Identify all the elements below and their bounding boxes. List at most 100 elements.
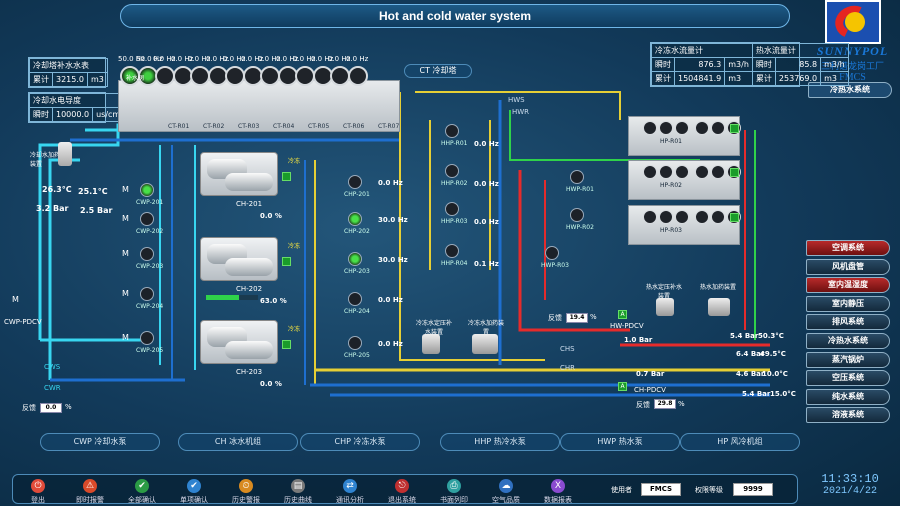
menu-item-0[interactable]: 空调系统 <box>806 240 890 256</box>
hwp-pump-label: HWP-R02 <box>566 224 594 231</box>
chp-pump-icon[interactable] <box>348 336 362 350</box>
cwp-manual-button[interactable]: M <box>12 295 19 304</box>
hwr-pressure: 6.4 Bar <box>736 350 765 358</box>
menu-item-6[interactable]: 蒸汽锅炉 <box>806 351 890 368</box>
hhp-pump-icon[interactable] <box>445 244 459 258</box>
ct-fan-icon[interactable] <box>330 66 350 86</box>
chp-dosing-1: 冷冻水定压补水装置 <box>415 320 452 336</box>
ct-frequency: 0.0 Hz <box>276 55 299 63</box>
menu-item-9[interactable]: 溶液系统 <box>806 407 890 424</box>
ct-dosing-unit[interactable] <box>58 142 72 166</box>
cwp-manual-button[interactable]: M <box>122 289 129 298</box>
menu-item-8[interactable]: 纯水系统 <box>806 388 890 405</box>
hw-pdcv-label: HW-PDCV <box>610 322 644 330</box>
cwp-manual-button[interactable]: M <box>122 333 129 342</box>
chiller-auto-indicator <box>282 172 291 181</box>
section-hwp[interactable]: HWP 热水泵 <box>560 433 680 451</box>
cwp-manual-button[interactable]: M <box>122 185 129 194</box>
hp-fan-icon <box>711 210 725 224</box>
total-unit: m3 <box>724 71 753 86</box>
cwp-pump-icon[interactable] <box>140 183 154 197</box>
chiller-load-value: 63.0 <box>260 297 278 305</box>
hhp-pump-icon[interactable] <box>445 202 459 216</box>
ct-unit-label: CT-R01 <box>168 123 190 130</box>
makeup-title: 冷却塔补水水表 <box>29 58 108 73</box>
toolbar-item-0[interactable]: ⏻登出 <box>17 479 59 505</box>
toolbar-item-7[interactable]: ⎋退出系统 <box>381 479 423 505</box>
hp-dosing-tank-1[interactable] <box>656 298 674 316</box>
clock: 11:33:10 2021/4/22 <box>808 472 892 497</box>
level-field[interactable]: 9999 <box>733 483 773 496</box>
chp-dosing-tank-2[interactable] <box>472 334 498 354</box>
chp-frequency: 0.0 Hz <box>378 340 403 348</box>
toolbar-icon: ⚠ <box>83 479 97 493</box>
ct-fan-icon[interactable] <box>295 66 315 86</box>
hwp-pump-icon[interactable] <box>570 170 584 184</box>
hwp-pump-icon[interactable] <box>545 246 559 260</box>
chp-dosing-tank-1[interactable] <box>422 334 440 354</box>
cwp-pump-icon[interactable] <box>140 331 154 345</box>
hp-unit[interactable] <box>628 205 741 245</box>
toolbar-label: 全部确认 <box>128 496 156 504</box>
hp-fan-icon <box>643 210 657 224</box>
section-cwp[interactable]: CWP 冷却水泵 <box>40 433 160 451</box>
section-hhp[interactable]: HHP 热冷水泵 <box>440 433 560 451</box>
hot-flow-title: 热水流量计 <box>751 43 849 58</box>
section-ch[interactable]: CH 冰水机组 <box>178 433 298 451</box>
chp-pump-icon[interactable] <box>348 175 362 189</box>
hp-unit[interactable] <box>628 160 741 200</box>
hp-unit[interactable] <box>628 116 741 156</box>
cwp-pump-label: CWP-203 <box>136 263 164 270</box>
menu-item-1[interactable]: 风机盘管 <box>806 258 890 275</box>
hp-fan-icon <box>659 121 673 135</box>
chs2-pressure: 5.4 Bar <box>742 390 771 398</box>
menu-item-3[interactable]: 室内静压 <box>806 295 890 312</box>
ct-fan-icon[interactable] <box>260 66 280 86</box>
chp-pump-icon[interactable] <box>348 212 362 226</box>
toolbar-item-3[interactable]: ✔单项确认 <box>173 479 215 505</box>
menu-item-2[interactable]: 室内温湿度 <box>806 277 890 294</box>
toolbar-item-2[interactable]: ✔ 全部确认 <box>121 479 163 505</box>
menu-item-4[interactable]: 排风系统 <box>806 314 890 331</box>
menu-item-7[interactable]: 空压系统 <box>806 370 890 387</box>
chp-frequency: 0.0 Hz <box>378 179 403 187</box>
ct-dosing-label: 冷却水加药装置 <box>30 152 61 168</box>
toolbar-item-6[interactable]: ⇄通讯分析 <box>329 479 371 505</box>
ct-fan-icon[interactable] <box>155 66 175 86</box>
hhp-pump-label: HHP-R04 <box>441 260 468 267</box>
instant-label: 瞬时 <box>651 57 675 72</box>
toolbar-item-5[interactable]: ▤历史曲线 <box>277 479 319 505</box>
cwp-manual-button[interactable]: M <box>122 249 129 258</box>
ct-frequency: 0.0 Hz <box>258 55 281 63</box>
hp-fan-icon <box>711 165 725 179</box>
chp-pump-icon[interactable] <box>348 292 362 306</box>
menu-item-5[interactable]: 冷热水系统 <box>806 333 890 349</box>
section-chp[interactable]: CHP 冷冻水泵 <box>300 433 420 451</box>
toolbar-icon: ✔ <box>135 479 149 493</box>
hwp-pump-icon[interactable] <box>570 208 584 222</box>
cwp-manual-button[interactable]: M <box>122 214 129 223</box>
ct-fan-icon[interactable] <box>190 66 210 86</box>
toolbar-item-4[interactable]: ⏲历史警报 <box>225 479 267 505</box>
cwp-pump-icon[interactable] <box>140 287 154 301</box>
user-field[interactable]: FMCS <box>641 483 681 496</box>
chiller-unit[interactable] <box>200 320 278 364</box>
hhp-pump-icon[interactable] <box>445 164 459 178</box>
hp-fan-icon <box>695 210 709 224</box>
toolbar-item-1[interactable]: ⚠即时报警 <box>69 479 111 505</box>
hp-dosing-tank-2[interactable] <box>708 298 730 316</box>
toolbar-item-9[interactable]: ☁空气品质 <box>485 479 527 505</box>
cwp-pump-icon[interactable] <box>140 212 154 226</box>
ct-fan-icon[interactable] <box>348 66 368 86</box>
hhp-pump-icon[interactable] <box>445 124 459 138</box>
ct-fan-icon[interactable] <box>225 66 245 86</box>
ch-feedback-label: 反馈 <box>636 401 650 409</box>
toolbar-item-8[interactable]: ⎙书面列印 <box>433 479 475 505</box>
chiller-unit[interactable] <box>200 152 278 196</box>
chiller-unit[interactable] <box>200 237 278 281</box>
cwp-pump-icon[interactable] <box>140 247 154 261</box>
toolbar-icon: ⎙ <box>447 479 461 493</box>
section-hp[interactable]: HP 风冷机组 <box>680 433 800 451</box>
chp-pump-icon[interactable] <box>348 252 362 266</box>
